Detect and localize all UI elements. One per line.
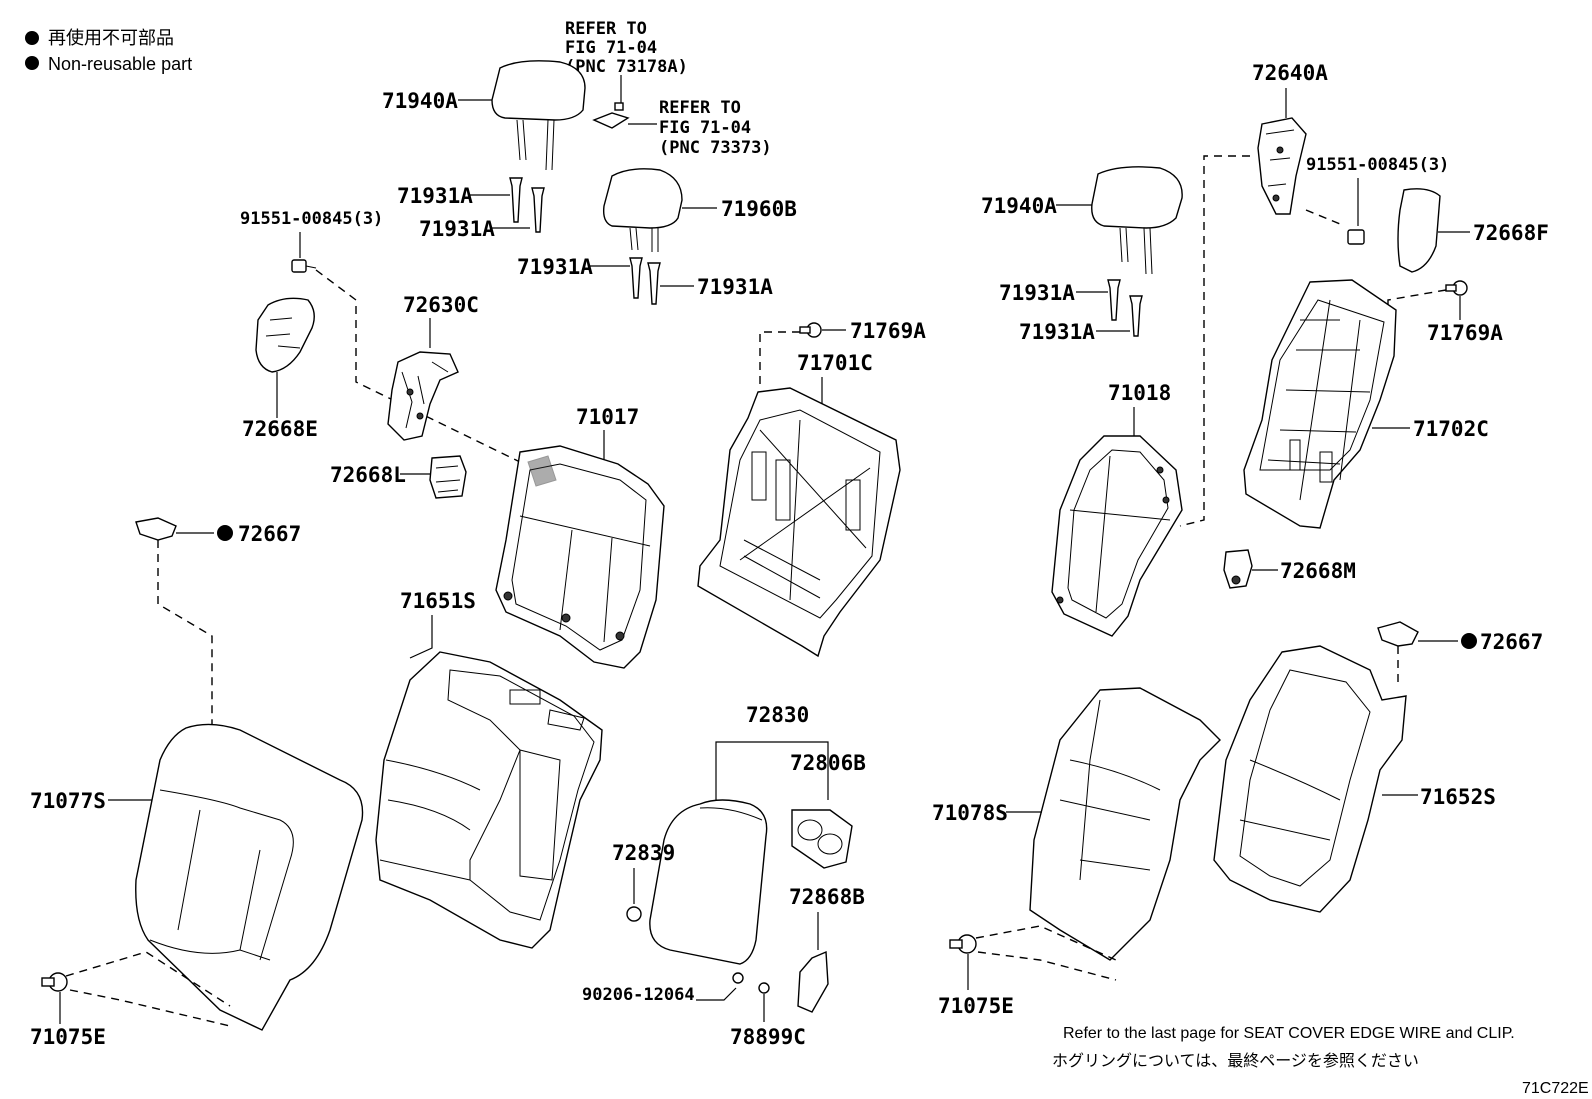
bolt-icon: [291, 259, 317, 273]
label-72868B: 72868B: [789, 885, 865, 909]
non-reusable-bullet-icon: [25, 31, 39, 45]
label-71651S: 71651S: [400, 589, 476, 613]
ref2-line2: FIG 71-04: [659, 118, 751, 138]
label-71931A-left-2: 71931A: [419, 217, 495, 241]
headrest-guide-icon: [509, 177, 545, 233]
ref1-line3: (PNC 73178A): [565, 57, 688, 77]
label-71075E-right: 71075E: [938, 994, 1014, 1018]
label-72806B: 72806B: [790, 751, 866, 775]
label-72830: 72830: [746, 703, 809, 727]
label-72839: 72839: [612, 841, 675, 865]
clip-78899C-icon: [758, 982, 770, 994]
label-72668E: 72668E: [242, 417, 318, 441]
reference-note-2: REFER TO FIG 71-04 (PNC 73373): [659, 98, 772, 158]
bracket-72668L: [429, 455, 467, 499]
label-71017: 71017: [576, 405, 639, 429]
ref2-part-icon: [592, 112, 630, 129]
headrest-guide-icon: [1107, 279, 1143, 337]
label-72668L: 72668L: [330, 463, 406, 487]
non-reusable-bullet-icon: [217, 525, 233, 541]
ref1-part-icon: [614, 102, 624, 111]
legend-jp: 再使用不可部品: [48, 28, 174, 48]
cushion-cover-71077S: [135, 723, 364, 1031]
clip-72667-right: [1377, 621, 1419, 647]
label-72668F: 72668F: [1473, 221, 1549, 245]
label-71931A-right-2: 71931A: [1019, 320, 1095, 344]
clip-71769A-center: [799, 322, 822, 338]
label-71075E-left: 71075E: [30, 1025, 106, 1049]
reference-note-1: REFER TO FIG 71-04 (PNC 73178A): [565, 19, 688, 77]
hinge-cover-72668F: [1397, 188, 1441, 273]
figure-code: 71C722E: [1522, 1080, 1589, 1097]
armrest-72830: [649, 799, 768, 965]
seatback-frame-71017: [495, 445, 665, 669]
cushion-cover-71078S: [1029, 687, 1221, 961]
recliner-hinge-72630C: [387, 351, 459, 441]
clip-72667-left: [135, 517, 177, 541]
headrest-right: [1091, 166, 1183, 229]
fastener-71075E-right: [949, 934, 977, 954]
label-71701C: 71701C: [797, 351, 873, 375]
cover-72868B: [797, 950, 829, 1013]
label-71931A-center-1: 71931A: [517, 255, 593, 279]
label-71018: 71018: [1108, 381, 1171, 405]
label-91551-left: 91551-00845(3): [240, 209, 383, 229]
screw-90206-icon: [732, 972, 744, 984]
label-90206-12064: 90206-12064: [582, 985, 695, 1005]
headrest-guide-icon: [629, 257, 661, 305]
recliner-hinge-72640A: [1257, 117, 1307, 215]
legend-en: Non-reusable part: [48, 54, 192, 74]
non-reusable-bullet-icon: [1461, 633, 1477, 649]
ref1-line2: FIG 71-04: [565, 38, 657, 58]
label-91551-right: 91551-00845(3): [1306, 155, 1449, 175]
seatback-board-71702C: [1243, 279, 1397, 529]
note-en: Refer to the last page for SEAT COVER ED…: [1063, 1025, 1515, 1042]
cup-holder-72806B: [791, 809, 853, 869]
label-71931A-center-2: 71931A: [697, 275, 773, 299]
label-71077S: 71077S: [30, 789, 106, 813]
label-71931A-left-1: 71931A: [397, 184, 473, 208]
label-72667-right: 72667: [1480, 630, 1543, 654]
note-jp: ホグリングについては、最終ページを参照ください: [1052, 1052, 1419, 1070]
clip-71769A-right: [1445, 280, 1468, 296]
label-72667-left: 72667: [238, 522, 301, 546]
label-71940A-left: 71940A: [382, 89, 458, 113]
headrest-left: [491, 60, 586, 121]
seatback-cover-71652S: [1213, 645, 1407, 913]
label-72640A: 72640A: [1252, 61, 1328, 85]
ref1-line1: REFER TO: [565, 19, 647, 39]
bracket-72668M: [1223, 549, 1253, 589]
label-71078S: 71078S: [932, 801, 1008, 825]
label-71769A-right: 71769A: [1427, 321, 1503, 345]
fastener-71075E-left: [41, 972, 68, 992]
button-72839-icon: [626, 906, 642, 922]
seatback-board-71701C: [697, 387, 901, 658]
ref2-line3: (PNC 73373): [659, 138, 772, 158]
label-71702C: 71702C: [1413, 417, 1489, 441]
label-71769A-center: 71769A: [850, 319, 926, 343]
bolt-icon: [1347, 229, 1365, 245]
hinge-cover-72668E: [255, 297, 315, 373]
label-71931A-right-1: 71931A: [999, 281, 1075, 305]
label-72630C: 72630C: [403, 293, 479, 317]
label-71960B: 71960B: [721, 197, 797, 221]
seatback-cover-71651S: [375, 651, 603, 949]
seatback-frame-71018: [1051, 435, 1183, 637]
label-71652S: 71652S: [1420, 785, 1496, 809]
headrest-center: [602, 168, 683, 229]
label-72668M: 72668M: [1280, 559, 1356, 583]
label-78899C: 78899C: [730, 1025, 806, 1049]
ref2-line1: REFER TO: [659, 98, 741, 118]
label-71940A-right: 71940A: [981, 194, 1057, 218]
non-reusable-bullet-icon: [25, 56, 39, 70]
